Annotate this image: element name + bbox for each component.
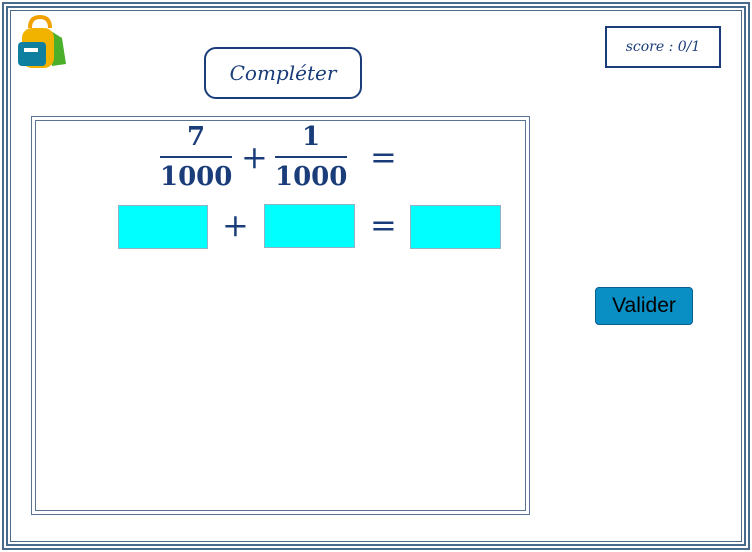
equals-sign: =: [370, 138, 397, 176]
score-display: score : 0/1: [605, 26, 721, 68]
fraction-1-denominator: 1000: [160, 162, 233, 192]
fraction-1-numerator: 7: [186, 122, 206, 152]
middle-frame: [6, 6, 746, 546]
answer-input-result[interactable]: [410, 205, 501, 249]
answer-equals-sign: =: [370, 206, 397, 244]
validate-button[interactable]: Valider: [595, 287, 693, 325]
fraction-1: 7 1000: [160, 120, 232, 194]
answer-plus-operator: +: [222, 206, 249, 244]
exercise-panel-inner: [35, 120, 526, 511]
answer-input-2[interactable]: [264, 204, 355, 248]
fraction-2-bar: [275, 156, 347, 158]
page-title: Compléter: [204, 47, 362, 99]
inner-frame: [10, 10, 742, 542]
answer-input-1[interactable]: [118, 205, 208, 249]
exercise-panel: [31, 116, 530, 515]
fraction-2: 1 1000: [275, 120, 347, 194]
plus-operator: +: [241, 138, 268, 176]
backpack-icon: [18, 14, 66, 68]
fraction-2-numerator: 1: [301, 122, 321, 152]
fraction-1-bar: [160, 156, 232, 158]
fraction-2-denominator: 1000: [275, 162, 348, 192]
